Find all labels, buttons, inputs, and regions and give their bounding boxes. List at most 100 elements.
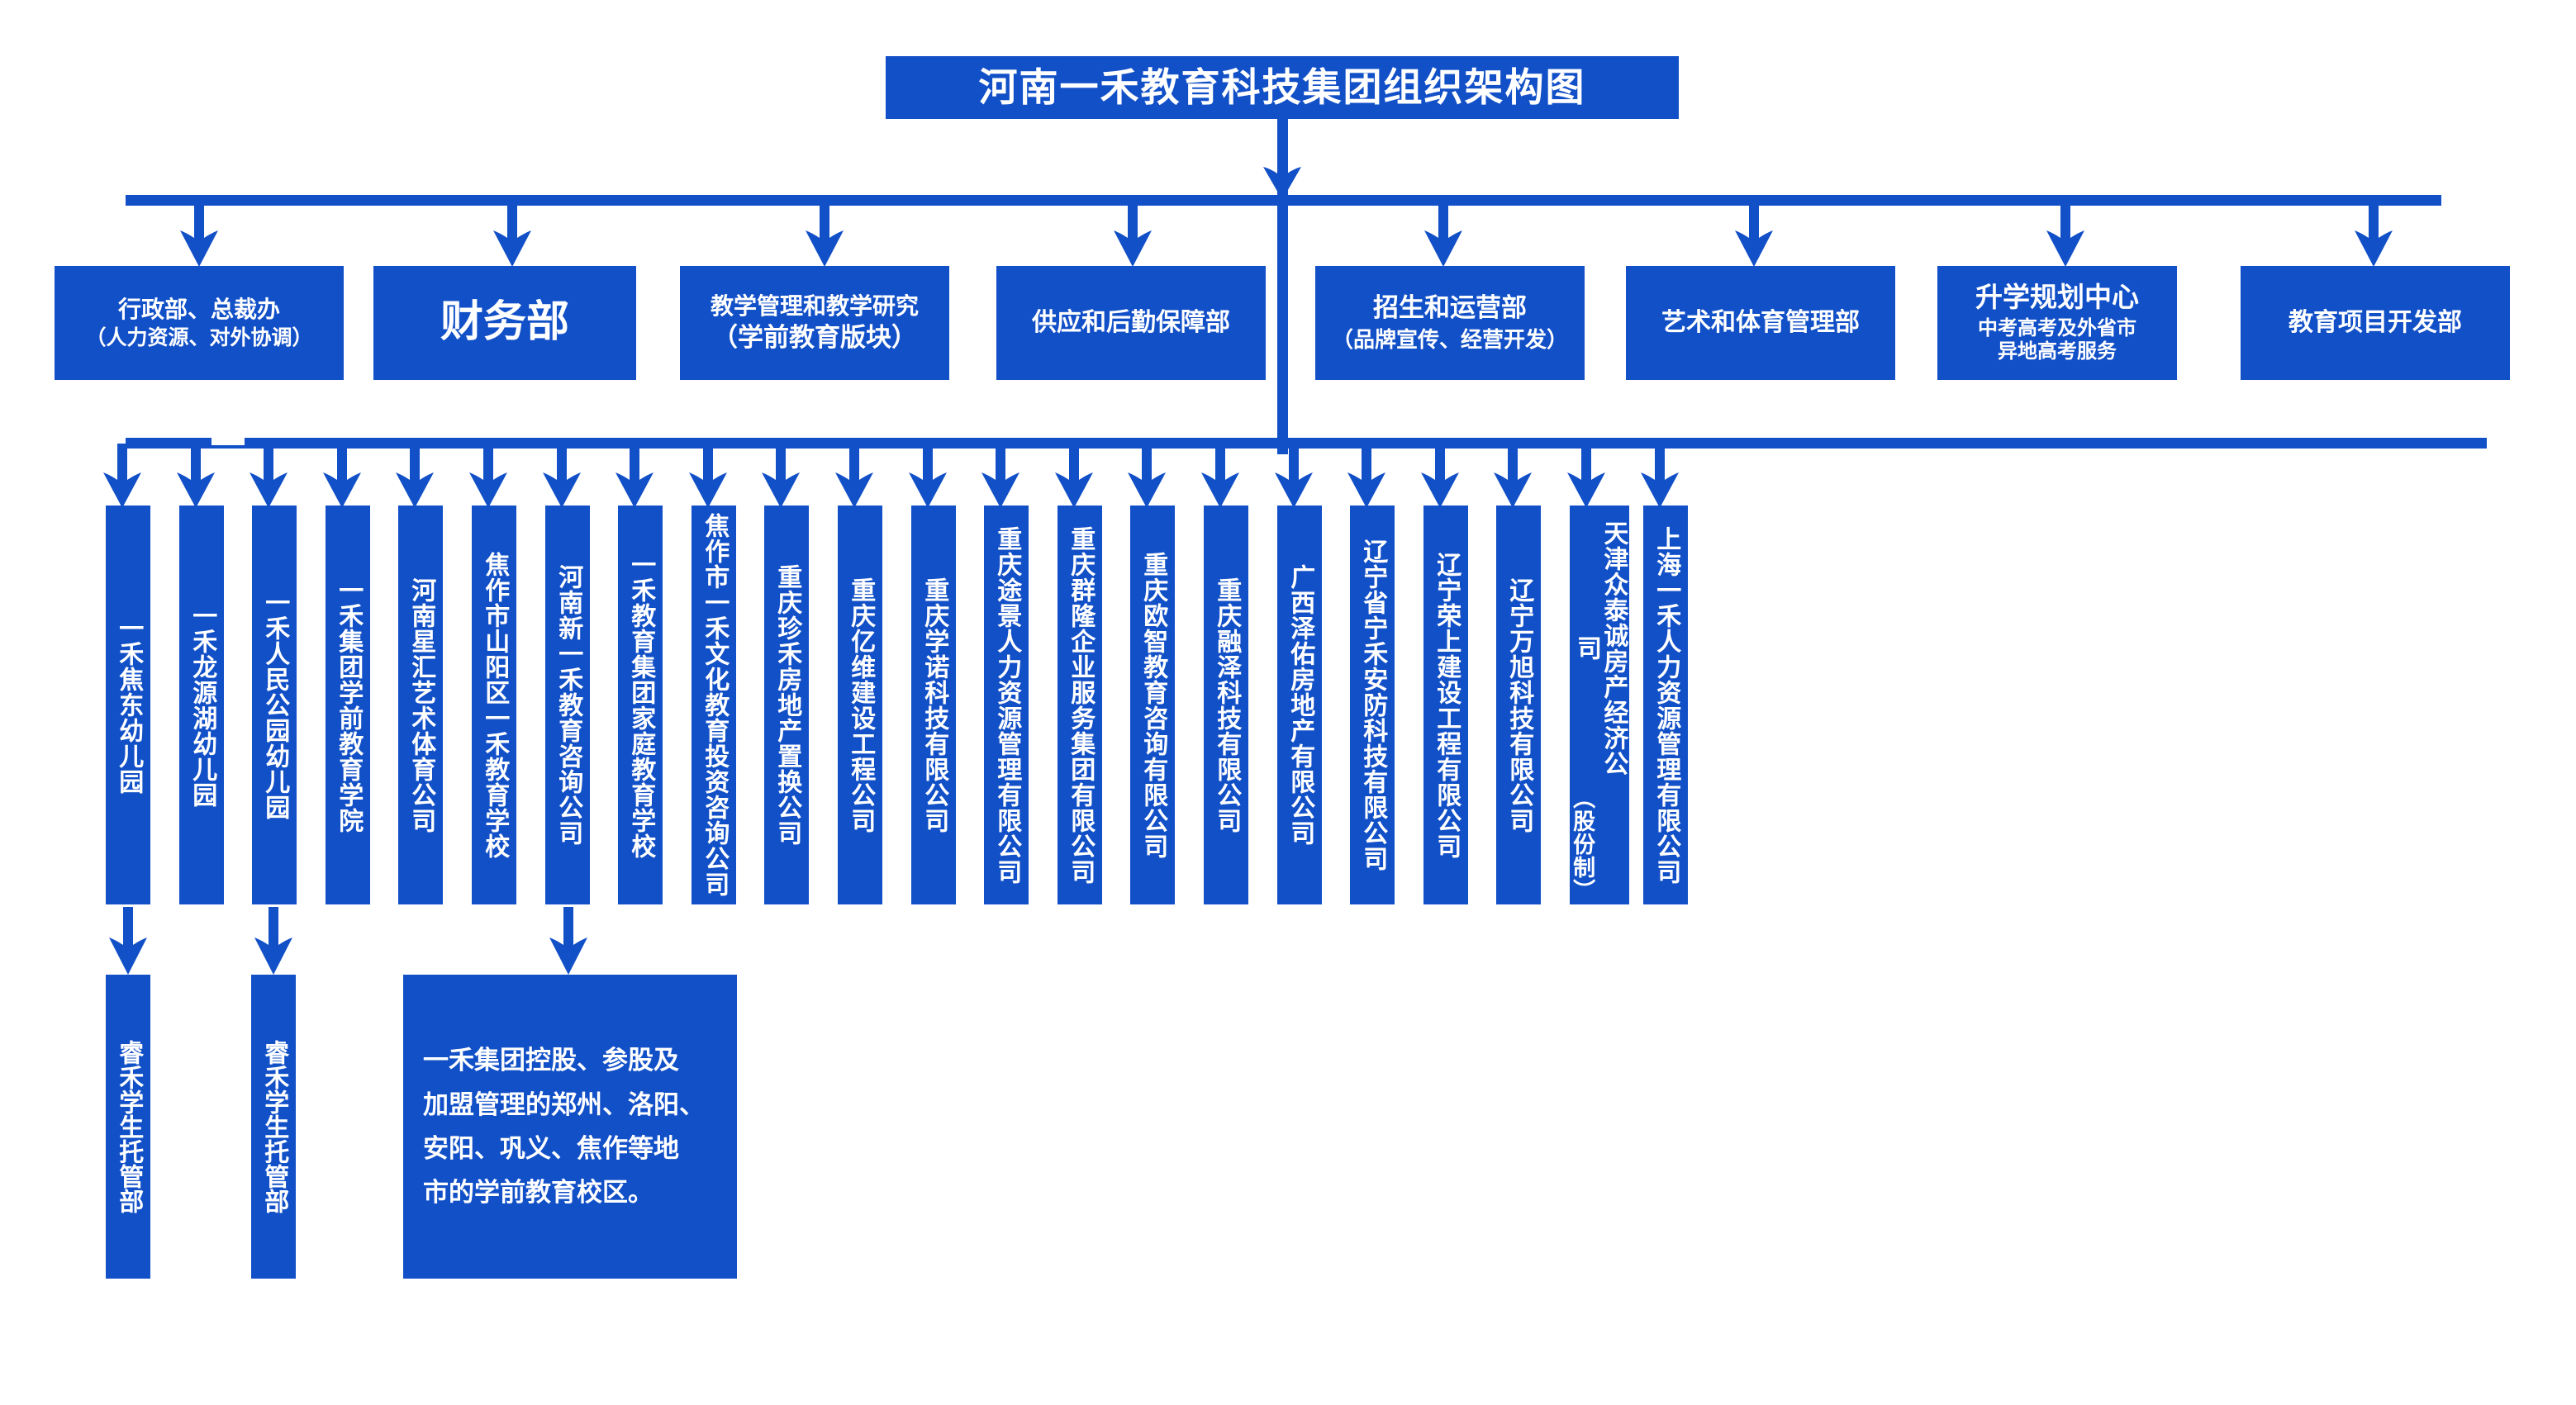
dept-connector-arrow-2-icon	[493, 201, 531, 267]
subsidiary-label: 上海一禾人力资源管理有限公司	[1652, 525, 1680, 885]
subsidiary-connector-arrow-19-icon	[1421, 444, 1459, 508]
bottom-connector-arrow-1-icon	[109, 907, 147, 975]
department-box-supply-logistics[interactable]: 供应和后勤保障部	[996, 266, 1266, 380]
dept-connector-arrow-4-icon	[1114, 201, 1152, 267]
subsidiary-connector-arrow-4-icon	[323, 444, 361, 508]
department-label-line2: （品牌宣传、经营开发）	[1331, 326, 1568, 352]
subsidiary-connector-arrow-13-icon	[981, 444, 1019, 508]
subsidiary-label: 一禾龙源湖幼儿园	[188, 602, 216, 808]
subsidiary-label: 天津众泰诚房产经济公司	[1573, 520, 1628, 776]
bottom-note-line3: 安阳、巩义、焦作等地	[423, 1134, 679, 1163]
subsidiary-box-4[interactable]: 一禾集团学前教育学院	[326, 506, 370, 904]
subsidiary-connector-arrow-6-icon	[469, 444, 507, 508]
department-label-line2: （人力资源、对外协调）	[85, 325, 313, 349]
bottom-note-line1: 一禾集团控股、参股及	[423, 1046, 679, 1075]
subsidiary-connector-arrow-2-icon	[177, 444, 215, 508]
subsidiary-connector-arrow-3-icon	[250, 444, 288, 508]
subsidiary-box-21[interactable]: 天津众泰诚房产经济公司 （股份制）	[1570, 506, 1629, 904]
subsidiary-label: 重庆亿维建设工程公司	[847, 577, 875, 833]
subsidiary-connector-arrow-10-icon	[762, 444, 800, 508]
bottom-note-line2: 加盟管理的郑州、洛阳、	[423, 1089, 705, 1119]
department-label-line1: 教育项目开发部	[2288, 309, 2462, 337]
department-box-project-development[interactable]: 教育项目开发部	[2241, 266, 2510, 380]
subsidiary-connector-arrow-21-icon	[1567, 444, 1605, 508]
subsidiary-label: 河南新一禾教育咨询公司	[554, 564, 582, 846]
subsidiary-label: 一禾教育集团家庭教育学校	[627, 551, 655, 859]
subsidiary-label: 重庆群隆企业服务集团有限公司	[1067, 525, 1095, 885]
subsidiary-box-12[interactable]: 重庆学诺科技有限公司	[911, 506, 956, 904]
subsidiary-connector-arrow-18-icon	[1347, 444, 1385, 508]
department-box-administration[interactable]: 行政部、总裁办 （人力资源、对外协调）	[55, 266, 344, 380]
subsidiary-connector-arrow-8-icon	[615, 444, 654, 508]
subsidiary-box-3[interactable]: 一禾人民公园幼儿园	[252, 506, 297, 904]
subsidiary-label: 一禾焦东幼儿园	[115, 615, 143, 795]
department-label-line1: 教学管理和教学研究	[710, 293, 919, 320]
subsidiary-connector-arrow-1-icon	[103, 444, 141, 508]
dept-connector-arrow-8-icon	[2355, 201, 2393, 267]
subsidiary-connector-arrow-12-icon	[909, 444, 947, 508]
subsidiary-label: 焦作市一禾文化教育投资咨询公司	[701, 513, 729, 897]
department-label-line1: 供应和后勤保障部	[1032, 309, 1230, 337]
subsidiary-label: 辽宁荣上建设工程有限公司	[1433, 551, 1461, 859]
bottom-box-tutoring-1[interactable]: 睿禾学生托管部	[106, 975, 150, 1279]
subsidiary-connector-arrow-11-icon	[835, 444, 873, 508]
subsidiary-connector-arrow-14-icon	[1055, 444, 1093, 508]
department-box-arts-sports[interactable]: 艺术和体育管理部	[1626, 266, 1895, 380]
bottom-box-tutoring-2[interactable]: 睿禾学生托管部	[251, 975, 296, 1279]
subsidiary-box-13[interactable]: 重庆途景人力资源管理有限公司	[984, 506, 1029, 904]
subsidiary-connector-arrow-5-icon	[396, 444, 434, 508]
subsidiary-connector-arrow-15-icon	[1128, 444, 1166, 508]
subsidiary-box-11[interactable]: 重庆亿维建设工程公司	[838, 506, 882, 904]
department-bus-bar	[126, 195, 2441, 206]
subsidiary-box-22[interactable]: 上海一禾人力资源管理有限公司	[1643, 506, 1688, 904]
subsidiary-box-18[interactable]: 辽宁省宁禾安防科技有限公司	[1350, 506, 1395, 904]
bottom-connector-arrow-2-icon	[254, 907, 292, 975]
subsidiary-box-20[interactable]: 辽宁万旭科技有限公司	[1496, 506, 1541, 904]
subsidiary-box-1[interactable]: 一禾焦东幼儿园	[106, 506, 150, 904]
subsidiary-box-6[interactable]: 焦作市山阳区一禾教育学校	[472, 506, 516, 904]
subsidiary-label: 河南星汇艺术体育公司	[407, 577, 435, 833]
bottom-note-box[interactable]: 一禾集团控股、参股及 加盟管理的郑州、洛阳、 安阳、巩义、焦作等地 市的学前教育…	[403, 975, 737, 1279]
dept-connector-arrow-3-icon	[806, 201, 844, 267]
subsidiary-box-19[interactable]: 辽宁荣上建设工程有限公司	[1423, 506, 1468, 904]
subsidiary-box-2[interactable]: 一禾龙源湖幼儿园	[179, 506, 224, 904]
subsidiary-connector-arrow-9-icon	[689, 444, 727, 508]
subsidiary-label: 辽宁省宁禾安防科技有限公司	[1359, 539, 1387, 871]
department-box-admission-planning[interactable]: 升学规划中心 中考高考及外省市 异地高考服务	[1937, 266, 2177, 380]
subsidiary-label: 重庆融泽科技有限公司	[1213, 577, 1241, 833]
subsidiary-label: 辽宁万旭科技有限公司	[1505, 577, 1533, 833]
subsidiary-label: 重庆珍禾房地产置换公司	[773, 564, 801, 846]
department-box-teaching-management[interactable]: 教学管理和教学研究 （学前教育版块）	[680, 266, 949, 380]
subsidiary-box-17[interactable]: 广西泽佑房地产有限公司	[1277, 506, 1322, 904]
subsidiary-box-5[interactable]: 河南星汇艺术体育公司	[398, 506, 443, 904]
dept-connector-arrow-5-icon	[1424, 201, 1462, 267]
subsidiary-box-15[interactable]: 重庆欧智教育咨询有限公司	[1130, 506, 1175, 904]
subsidiary-box-10[interactable]: 重庆珍禾房地产置换公司	[764, 506, 809, 904]
dept-connector-arrow-1-icon	[180, 201, 218, 267]
subsidiary-label: 广西泽佑房地产有限公司	[1286, 564, 1314, 846]
subsidiary-bus-bar	[126, 438, 2487, 449]
subsidiary-connector-arrow-20-icon	[1494, 444, 1532, 508]
department-box-finance[interactable]: 财务部	[373, 266, 636, 380]
subsidiary-label: 重庆学诺科技有限公司	[920, 577, 948, 833]
subsidiary-label: 一禾集团学前教育学院	[335, 577, 363, 833]
bottom-box-label: 睿禾学生托管部	[115, 1040, 143, 1213]
subsidiary-label-secondary: （股份制）	[1570, 786, 1595, 902]
bottom-connector-arrow-3-icon	[549, 907, 587, 975]
bus-bar-notch	[211, 438, 245, 445]
subsidiary-box-16[interactable]: 重庆融泽科技有限公司	[1204, 506, 1248, 904]
chart-title-box: 河南一禾教育科技集团组织架构图	[886, 56, 1679, 119]
department-box-enrollment-operations[interactable]: 招生和运营部 （品牌宣传、经营开发）	[1315, 266, 1585, 380]
department-label-line1: 艺术和体育管理部	[1661, 309, 1860, 337]
department-label-line2: 中考高考及外省市 异地高考服务	[1978, 316, 2136, 363]
subsidiary-box-9[interactable]: 焦作市一禾文化教育投资咨询公司	[692, 506, 736, 904]
subsidiary-box-14[interactable]: 重庆群隆企业服务集团有限公司	[1057, 506, 1102, 904]
dept-connector-arrow-6-icon	[1735, 201, 1773, 267]
bottom-note-line4: 市的学前教育校区。	[423, 1178, 654, 1208]
department-label-line1: 行政部、总裁办	[117, 296, 280, 322]
subsidiary-box-7[interactable]: 河南新一禾教育咨询公司	[545, 506, 590, 904]
trunk-arrow-icon	[1263, 140, 1301, 200]
subsidiary-box-8[interactable]: 一禾教育集团家庭教育学校	[618, 506, 663, 904]
